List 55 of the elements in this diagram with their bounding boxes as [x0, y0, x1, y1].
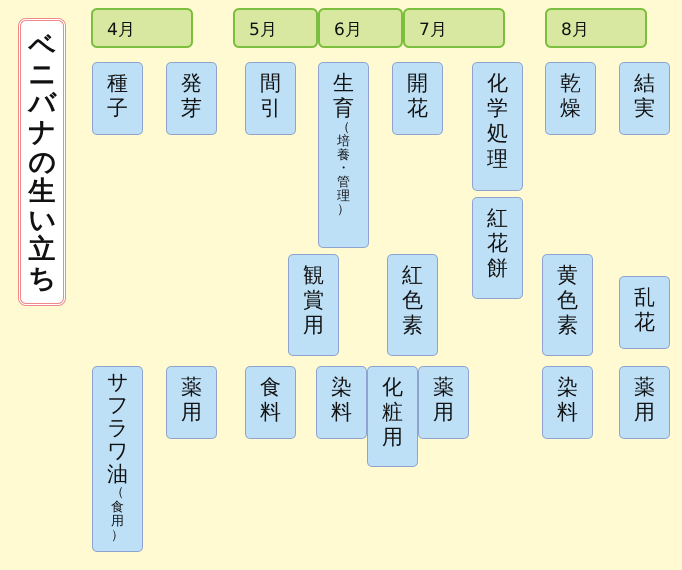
month-label: 6月 [334, 19, 362, 41]
stage-label: 結実 [634, 71, 655, 122]
stage-label: 乱花 [634, 285, 655, 336]
month-label: 4月 [107, 19, 135, 41]
stage-label: 種子 [107, 71, 128, 122]
stage-label: 黄色素 [557, 263, 578, 339]
stage-label: 食料 [260, 375, 281, 426]
process-box [166, 62, 217, 135]
process-box [392, 62, 443, 135]
stage-label: 薬用 [433, 375, 454, 426]
stage-label: 開花 [407, 71, 428, 122]
stage-label: 薬用 [634, 375, 655, 426]
stage-label: 間引 [260, 71, 281, 122]
stage-label: 染料 [331, 375, 352, 426]
title: ベニバナの生い立ち [28, 31, 56, 296]
stage-label: 乾燥 [560, 71, 581, 122]
stage-label: 生育 [333, 71, 354, 122]
note-text: （食用） [111, 486, 124, 544]
process-box [245, 366, 296, 439]
process-box [367, 366, 418, 467]
note-text: （培養・管理） [337, 121, 350, 217]
stage-label: 化粧用 [382, 375, 403, 451]
process-box [387, 254, 438, 356]
stage-label: 薬用 [181, 375, 202, 426]
process-box [472, 197, 523, 299]
month-box [403, 8, 505, 48]
stage-label: 染料 [557, 375, 578, 426]
process-box [619, 366, 670, 439]
process-box [288, 254, 339, 356]
month-label: 8月 [561, 19, 589, 41]
process-box [542, 366, 593, 439]
stage-label: サフラワ油 [107, 371, 128, 486]
month-box [318, 8, 403, 48]
stage-label: 化学処理 [487, 71, 508, 172]
process-box [418, 366, 469, 439]
process-box [245, 62, 296, 135]
process-box [92, 62, 143, 135]
process-box [318, 62, 369, 248]
process-box [316, 366, 367, 439]
month-box [233, 8, 318, 48]
stage-label: 紅花餅 [487, 206, 508, 282]
month-box [91, 8, 193, 48]
stage-label: 発芽 [181, 71, 202, 122]
process-box [472, 62, 523, 191]
month-label: 7月 [419, 19, 447, 41]
month-label: 5月 [249, 19, 277, 41]
process-box [542, 254, 593, 356]
process-box [92, 366, 143, 552]
month-box [545, 8, 647, 48]
stage-label: 紅色素 [402, 263, 423, 339]
process-box [619, 62, 670, 135]
process-box [166, 366, 217, 439]
process-box [545, 62, 596, 135]
stage-label: 観賞用 [303, 263, 324, 339]
process-box [619, 276, 670, 349]
